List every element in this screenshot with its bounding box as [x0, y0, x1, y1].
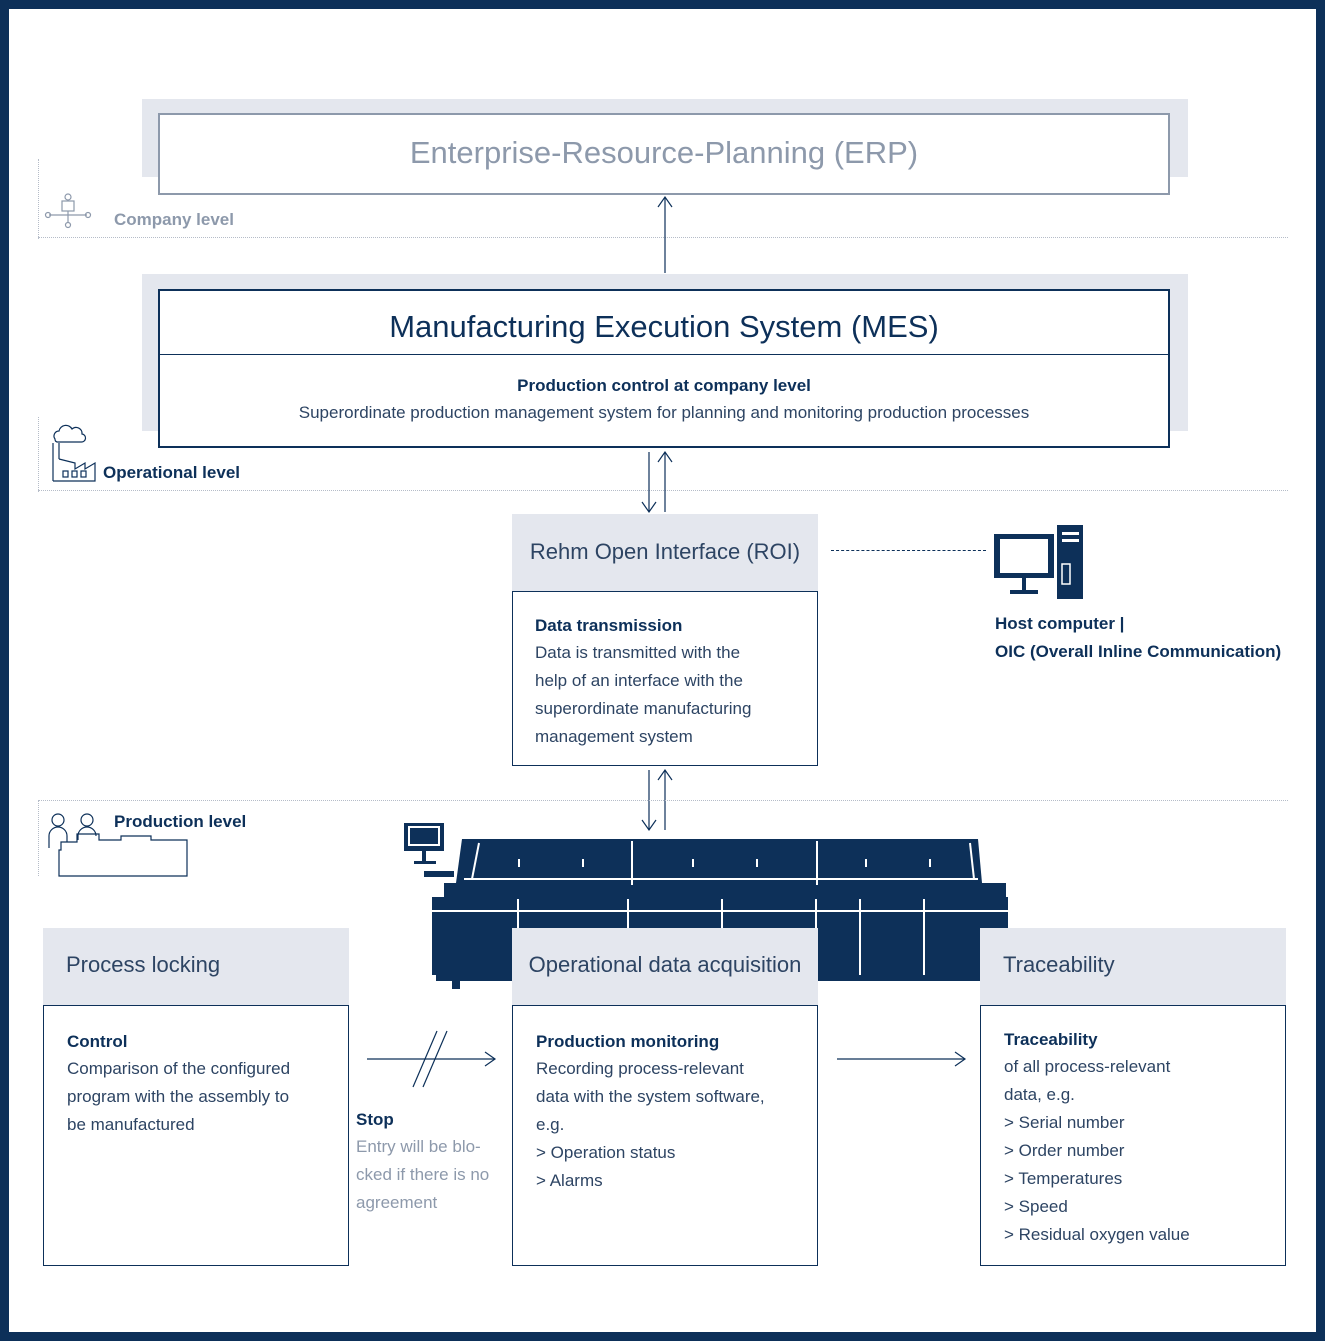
traceability-line: > Order number: [1004, 1141, 1125, 1160]
traceability-box: Traceability of all process-relevant dat…: [980, 1005, 1286, 1266]
production-level-bracket: [38, 801, 39, 876]
traceability-line: data, e.g.: [1004, 1085, 1075, 1104]
oda-title: Operational data acquisition: [528, 952, 802, 977]
stop-line: cked if there is no: [356, 1165, 490, 1184]
production-level-label: Production level: [114, 812, 247, 831]
mes-to-erp-arrow: [657, 195, 673, 273]
stop-heading: Stop: [356, 1110, 394, 1129]
roi-line: management system: [535, 727, 693, 746]
roi-line: Data is transmitted with the: [535, 643, 741, 662]
traceability-title: Traceability: [1003, 952, 1115, 977]
roi-host-dashed-link: [831, 550, 986, 551]
desktop-computer-icon: [994, 525, 1083, 599]
roi-line: help of an interface with the: [535, 671, 743, 690]
process-locking-line: Comparison of the configured: [67, 1059, 291, 1078]
stop-line: agreement: [356, 1193, 438, 1212]
oda-line: data with the system software,: [536, 1087, 765, 1106]
traceability-title-band: Traceability: [980, 928, 1286, 1005]
roi-box: Data transmission Data is transmitted wi…: [512, 591, 818, 766]
oda-line: > Operation status: [536, 1143, 676, 1162]
process-locking-title-band: Process locking: [43, 928, 349, 1005]
roi-title-band: Rehm Open Interface (ROI): [512, 514, 818, 591]
blocked-arrow: [367, 1030, 497, 1088]
process-locking-line: be manufactured: [67, 1115, 195, 1134]
traceability-heading: Traceability: [1004, 1030, 1098, 1049]
mes-subtitle: Production control at company level: [517, 376, 811, 395]
erp-box: Enterprise-Resource-Planning (ERP): [158, 113, 1170, 195]
process-locking-heading: Control: [67, 1032, 128, 1051]
roi-title: Rehm Open Interface (ROI): [529, 539, 801, 564]
oda-box: Production monitoring Recording process-…: [512, 1005, 818, 1266]
operational-level-bracket: [38, 417, 39, 492]
roi-heading: Data transmission: [535, 616, 683, 635]
workers-icon: [48, 813, 188, 877]
process-locking-title: Process locking: [66, 952, 221, 977]
oda-to-traceability-arrow: [837, 1051, 967, 1067]
factory-icon: [52, 424, 96, 482]
oda-heading: Production monitoring: [536, 1032, 720, 1051]
traceability-line: > Speed: [1004, 1197, 1068, 1216]
production-level-divider: [38, 800, 1288, 801]
oda-line: > Alarms: [536, 1171, 603, 1190]
operational-level-divider: [38, 490, 1288, 491]
traceability-line: > Serial number: [1004, 1113, 1125, 1132]
mes-roi-arrows: [641, 450, 673, 514]
company-level-divider: [38, 237, 1288, 238]
mes-title: Manufacturing Execution System (MES): [389, 309, 939, 344]
oda-line: e.g.: [536, 1115, 565, 1134]
traceability-line: > Temperatures: [1004, 1169, 1123, 1188]
roi-line: superordinate manufacturing: [535, 699, 752, 718]
oda-title-band: Operational data acquisition: [512, 928, 818, 1005]
mes-description: Superordinate production management syst…: [298, 403, 1030, 422]
traceability-line: > Residual oxygen value: [1004, 1225, 1190, 1244]
process-locking-box: Control Comparison of the configured pro…: [43, 1005, 349, 1266]
operational-level-label: Operational level: [103, 463, 240, 482]
host-computer-label: Host computer |: [995, 614, 1125, 633]
oda-line: Recording process-relevant: [536, 1059, 744, 1078]
company-level-label: Company level: [114, 210, 234, 229]
mes-divider: [160, 354, 1168, 355]
traceability-line: of all process-relevant: [1004, 1057, 1171, 1076]
oic-label: OIC (Overall Inline Communication): [995, 642, 1282, 661]
company-level-bracket: [38, 159, 39, 239]
erp-title: Enterprise-Resource-Planning (ERP): [409, 135, 919, 170]
mes-box: Manufacturing Execution System (MES) Pro…: [158, 289, 1170, 448]
process-locking-line: program with the assembly to: [67, 1087, 290, 1106]
network-icon: [44, 193, 92, 229]
stop-line: Entry will be blo-: [356, 1137, 481, 1156]
diagram-canvas: Enterprise-Resource-Planning (ERP) Compa…: [9, 9, 1316, 1332]
